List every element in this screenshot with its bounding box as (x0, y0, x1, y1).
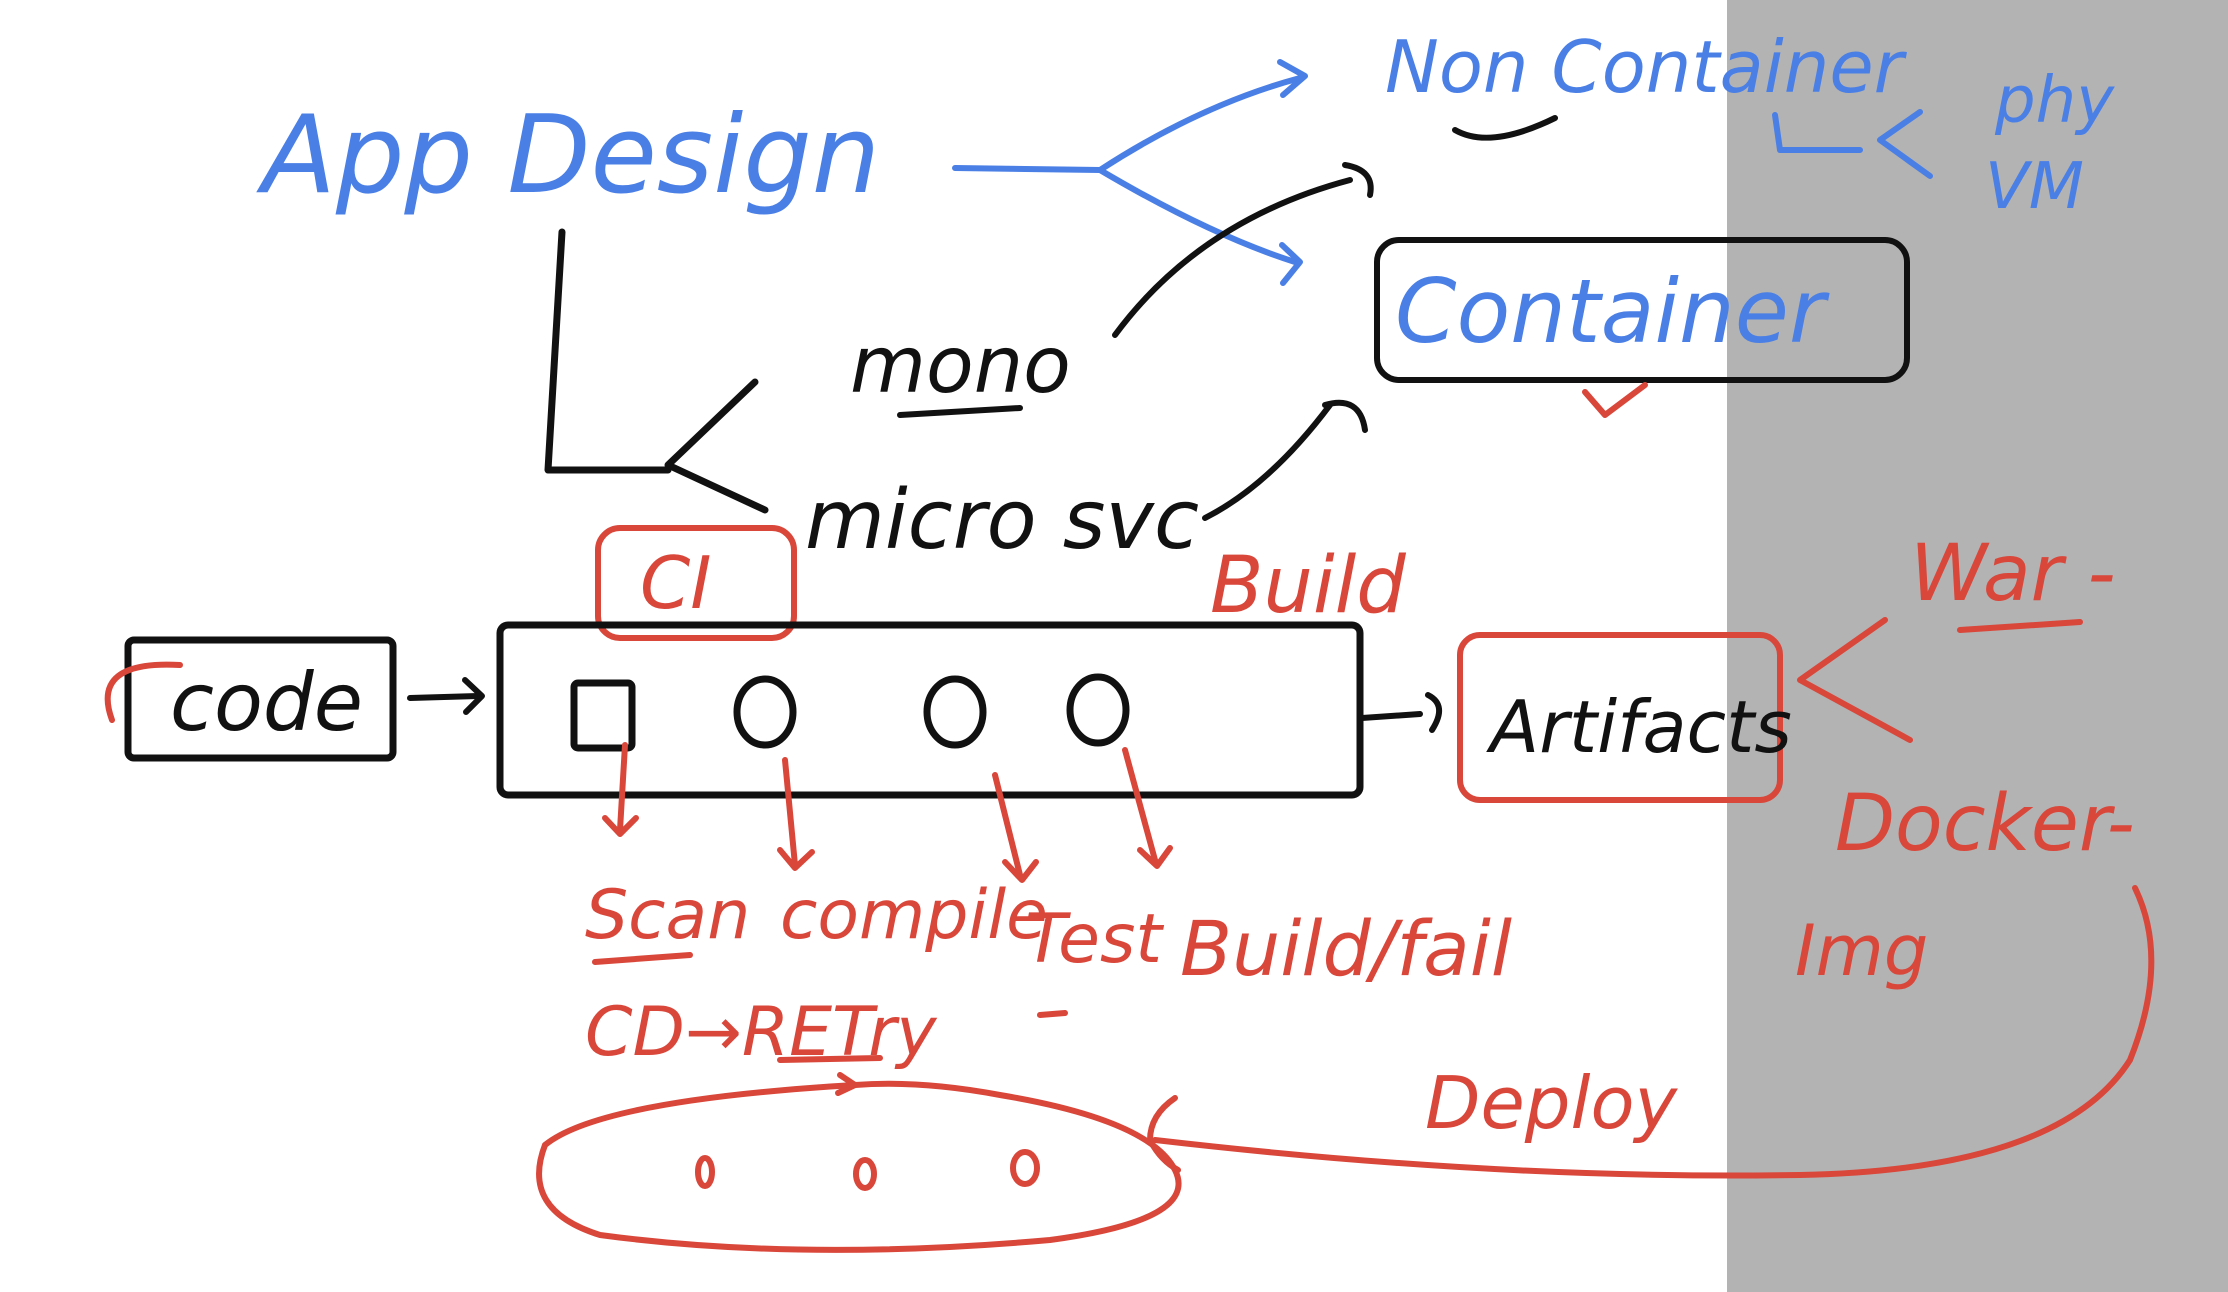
ci-label: CI (640, 541, 712, 625)
cd-ellipse-tail (835, 1072, 858, 1096)
gray-side-panel (1727, 0, 2228, 1292)
container-label: Container (1395, 260, 1830, 363)
arrow-ci-to-artifacts (1359, 711, 1423, 721)
artifacts-box (1457, 632, 1783, 803)
bracket-phy-vm (1772, 112, 1863, 153)
cd-pipeline-ellipse (536, 1080, 1182, 1253)
arrow-head-mono (1342, 162, 1374, 198)
container-box (1374, 237, 1910, 383)
build-fail-label: Build/fail (1180, 904, 1512, 993)
arrow-head-code (462, 677, 485, 715)
code-box (124, 636, 397, 762)
stage-compile-node (733, 675, 797, 749)
non-container-tick (1452, 115, 1558, 141)
arrow-micro-to-container (1202, 402, 1333, 521)
arrow-head-container (1279, 242, 1303, 286)
pointer-test (992, 772, 1039, 883)
compile-label: compile (780, 876, 1048, 955)
code-label: code (170, 656, 363, 749)
ci-box (595, 525, 797, 641)
war-label: War - (1910, 529, 2116, 619)
img-label: Img (1795, 910, 1928, 992)
cd-stage-3 (1010, 1149, 1040, 1187)
mono-micro-fork (664, 378, 769, 514)
pointer-compile (777, 757, 815, 871)
phy-label: phy (1994, 64, 2115, 138)
arrow-head-artifacts (1425, 692, 1442, 733)
non-container-label: Non Container (1385, 25, 1908, 109)
mono-label: mono (850, 321, 1071, 411)
scan-label: Scan (585, 876, 750, 955)
scan-underline (592, 952, 693, 965)
stage-build-node (1066, 673, 1130, 747)
artifact-fork (1797, 617, 1913, 743)
arrow-phy-vm (1877, 109, 1933, 179)
war-underline (1957, 619, 2083, 633)
cd-retry-label: CD→RETry (585, 993, 937, 1072)
docker-label: Docker- (1835, 779, 2135, 869)
test-dash (1037, 1010, 1068, 1018)
stage-test-node (923, 675, 987, 749)
pointer-scan (602, 742, 639, 837)
test-label: Test (1025, 900, 1164, 979)
arrow-code-to-ci (407, 693, 481, 701)
artifacts-label: Artifacts (1486, 685, 1792, 769)
arrow-head-micro (1322, 399, 1368, 433)
pointer-build (1122, 747, 1173, 869)
build-label: Build (1210, 541, 1406, 631)
arrow-to-container (1097, 167, 1298, 265)
ci-pipeline-box (496, 621, 1364, 799)
arrow-mono-to-container (1112, 177, 1353, 338)
deploy-label: Deploy (1425, 1061, 1678, 1145)
app-design-branch-line (544, 228, 672, 474)
arrow-to-non-container (952, 75, 1303, 173)
cd-stage-2 (853, 1157, 877, 1191)
app-design-label: App Design (256, 93, 880, 218)
retry-underline (777, 1055, 883, 1063)
cd-stage-1 (695, 1155, 715, 1189)
stage-scan-node (570, 679, 636, 752)
container-check-mark (1582, 382, 1648, 418)
code-red-mark (104, 661, 183, 723)
micro-svc-label: micro svc (805, 473, 1199, 568)
deploy-arrow (1152, 885, 2155, 1179)
arrow-head-non-container (1277, 59, 1308, 98)
mono-underline (897, 405, 1023, 418)
vm-label: VM (1985, 150, 2084, 224)
deploy-arrow-head (1147, 1095, 1181, 1173)
